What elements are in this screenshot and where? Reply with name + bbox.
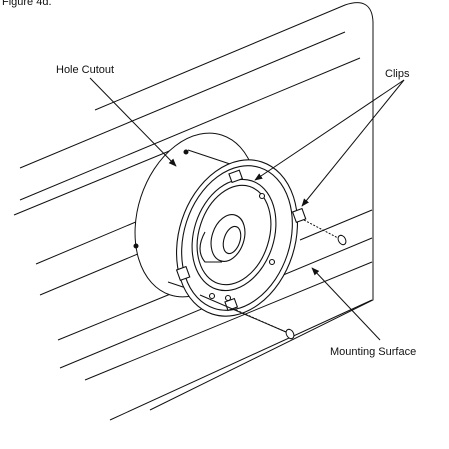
surface-line [20,32,345,168]
surface-line [36,216,150,264]
clips-label: Clips [385,68,410,80]
pilot-hole [184,150,188,154]
screw-right-shaft [304,220,338,238]
pilot-hole [134,244,138,248]
hole-cutout-leader [90,78,177,167]
hole-cutout-label: Hole Cutout [56,64,115,76]
surface-line [58,286,190,340]
surface-line [20,58,360,200]
figure-title: Figure 4d. [2,0,52,8]
clip-right [291,207,307,224]
surface-line [300,210,372,240]
surface-line [14,140,196,215]
panel-outline [95,3,373,410]
ring-stud [210,294,215,299]
ring-stud [260,194,265,199]
ring-stud [270,260,275,265]
fixture-ring [175,144,307,332]
boss-sleeve [200,232,222,262]
center-boss-hub [220,224,244,256]
ring-stud [226,296,231,301]
clip-left [175,265,191,282]
mounting-surface-label: Mounting Surface [330,346,417,358]
clips-leader-1 [301,80,404,207]
screw-bottom-thread [236,310,286,332]
clip-top [228,169,244,184]
clips-leader-2 [254,80,404,181]
screw-bottom-head [284,328,295,340]
screw-right-head [336,234,347,246]
surface-line [85,262,372,380]
screws [200,220,348,340]
surface-line [110,300,372,420]
leader-arrows [90,78,404,340]
surface-line [40,248,152,295]
mounting-surface-leader [311,267,380,340]
